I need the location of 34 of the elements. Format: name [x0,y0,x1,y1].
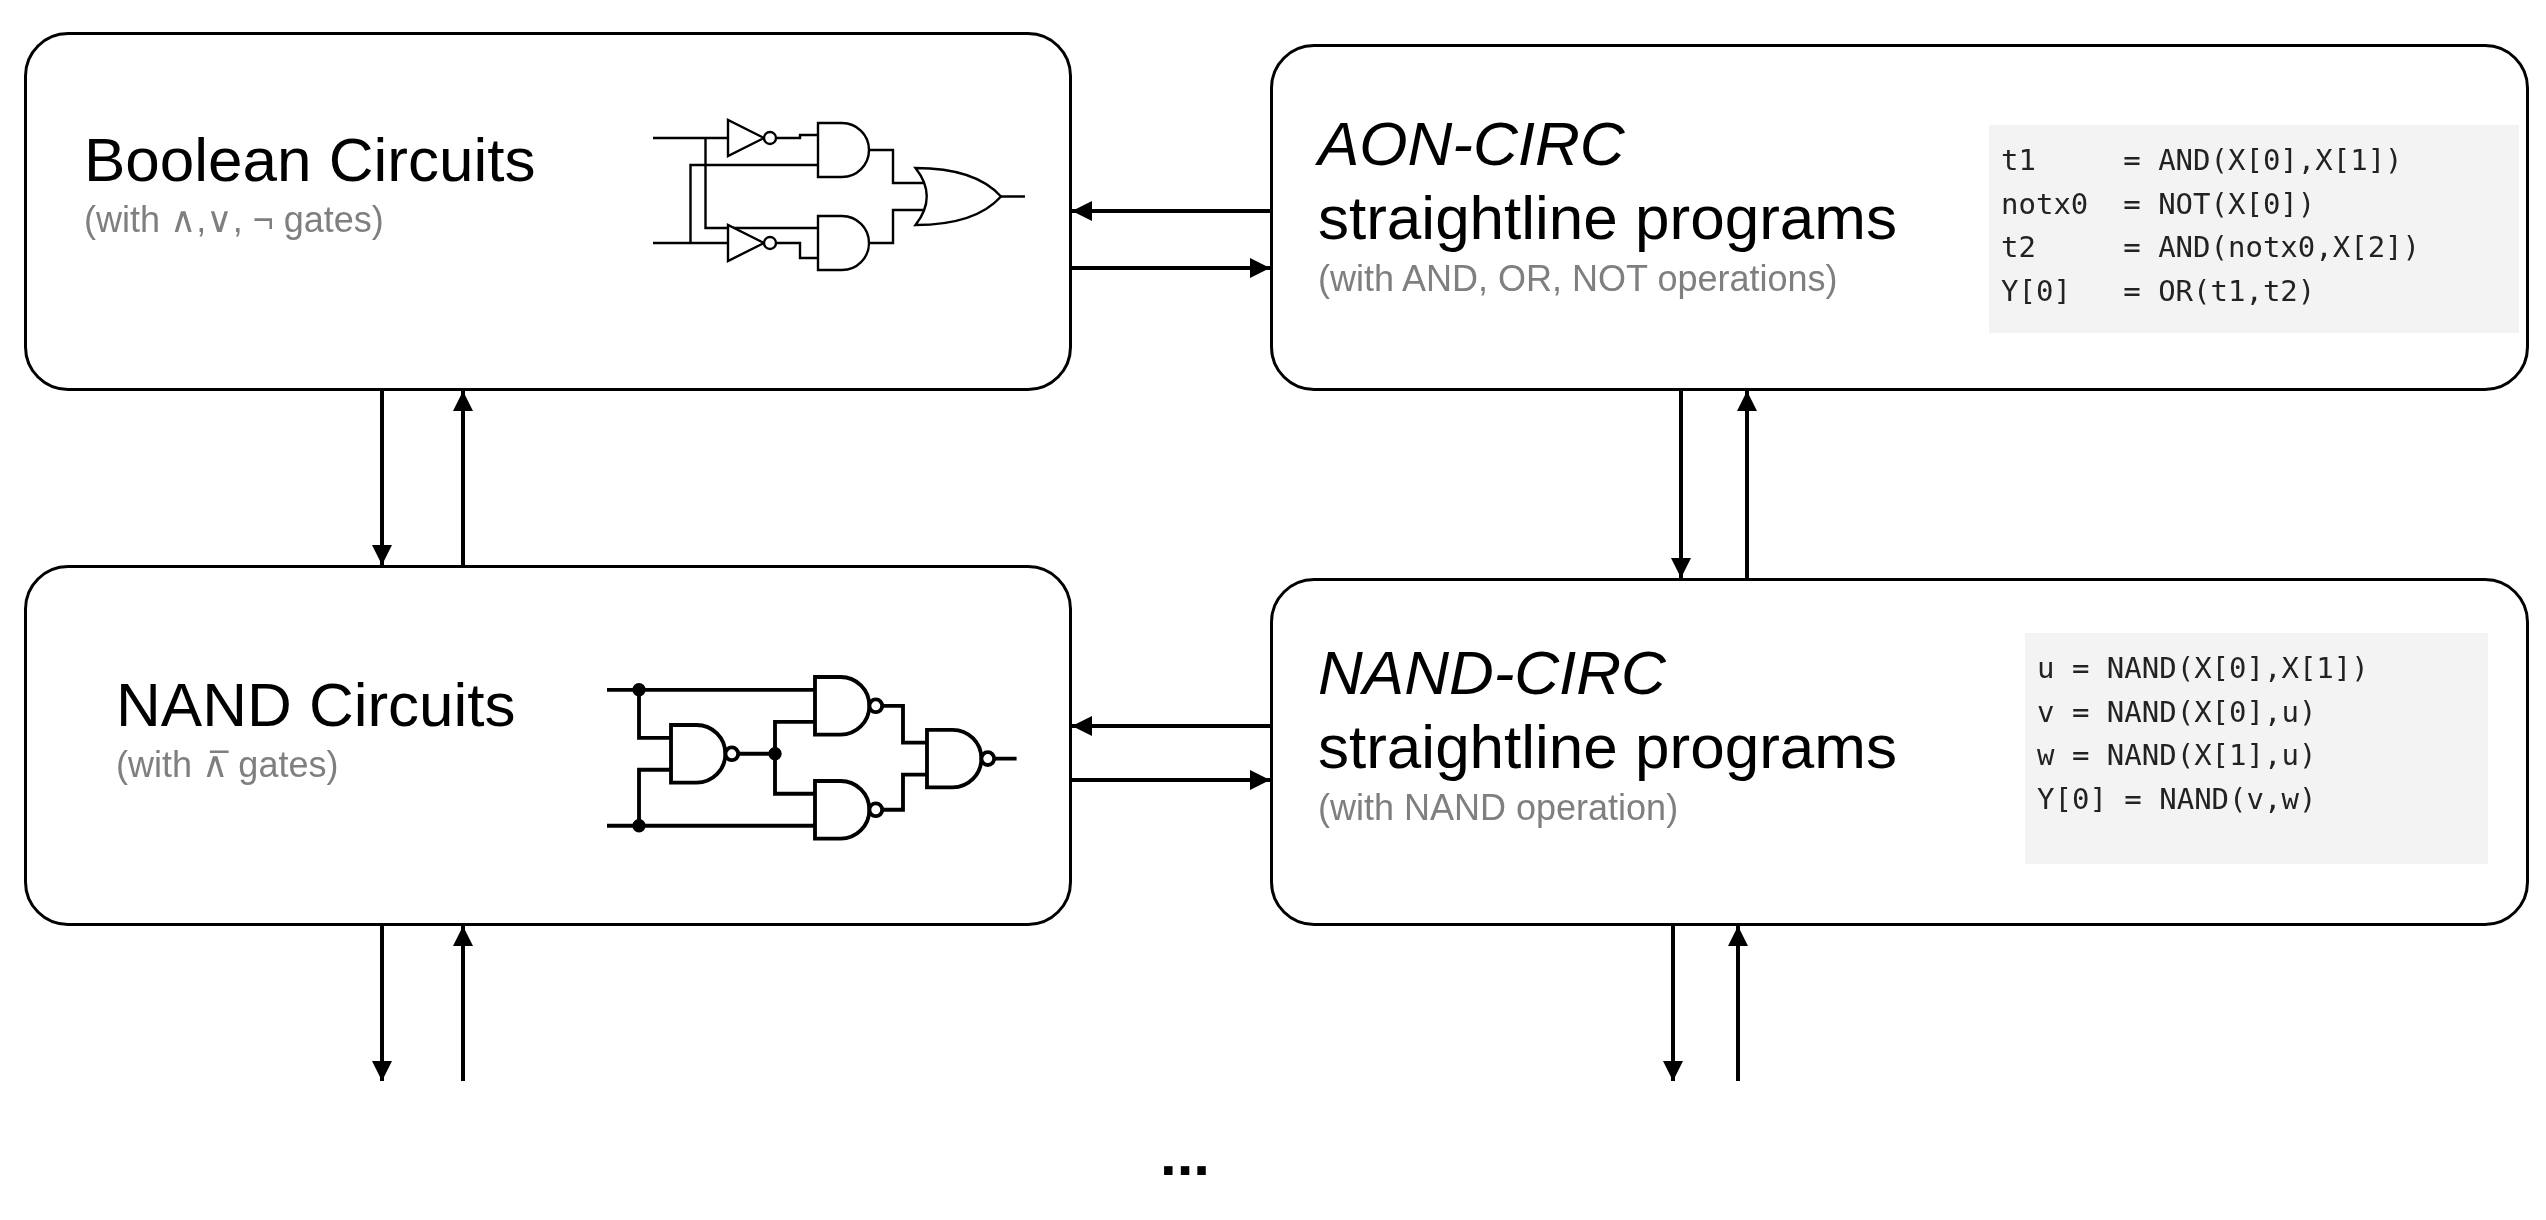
box-title: straightline programs [1318,711,1897,784]
box-title: straightline programs [1318,182,1897,255]
code-line: v = NAND(X[0],u) [2037,693,2318,731]
arrow [1072,716,1270,736]
arrow [1728,926,1748,1081]
arrow [1072,201,1270,221]
arrow [1663,926,1683,1081]
arrow [1072,770,1270,790]
code-line: t2 = AND(notx0,X[2]) [2001,229,2422,266]
arrow [372,926,392,1081]
code-line: u = NAND(X[0],X[1]) [2037,650,2370,687]
code-line: Y[0] = OR(t1,t2) [2001,272,2317,310]
box-subtitle: (with NAND operation) [1318,785,1680,830]
arrow [372,391,392,565]
box-title: Boolean Circuits [84,124,536,196]
box-title: NAND Circuits [116,669,516,741]
arrow [1072,258,1270,278]
rounded-box [1270,44,2529,391]
arrow [1737,391,1757,578]
rounded-box [24,32,1072,391]
arrow [1671,391,1691,578]
code-line: notx0 = NOT(X[0]) [2001,185,2317,223]
rounded-box [1270,578,2529,926]
arrow [453,391,473,565]
rounded-box [24,565,1072,926]
code-line: t1 = AND(X[0],X[1]) [2001,142,2404,179]
code-line: w = NAND(X[1],u) [2037,737,2318,774]
box-subtitle: (with ∧,∨, ¬ gates) [84,198,385,243]
arrow [453,926,473,1081]
code-line: Y[0] = NAND(v,w) [2037,780,2318,818]
ellipsis-note: ... [1160,1120,1210,1189]
box-title: NAND-CIRC [1318,637,1667,709]
box-subtitle: (with ∧̅ gates) [116,743,340,788]
box-subtitle: (with AND, OR, NOT operations) [1318,256,1839,301]
